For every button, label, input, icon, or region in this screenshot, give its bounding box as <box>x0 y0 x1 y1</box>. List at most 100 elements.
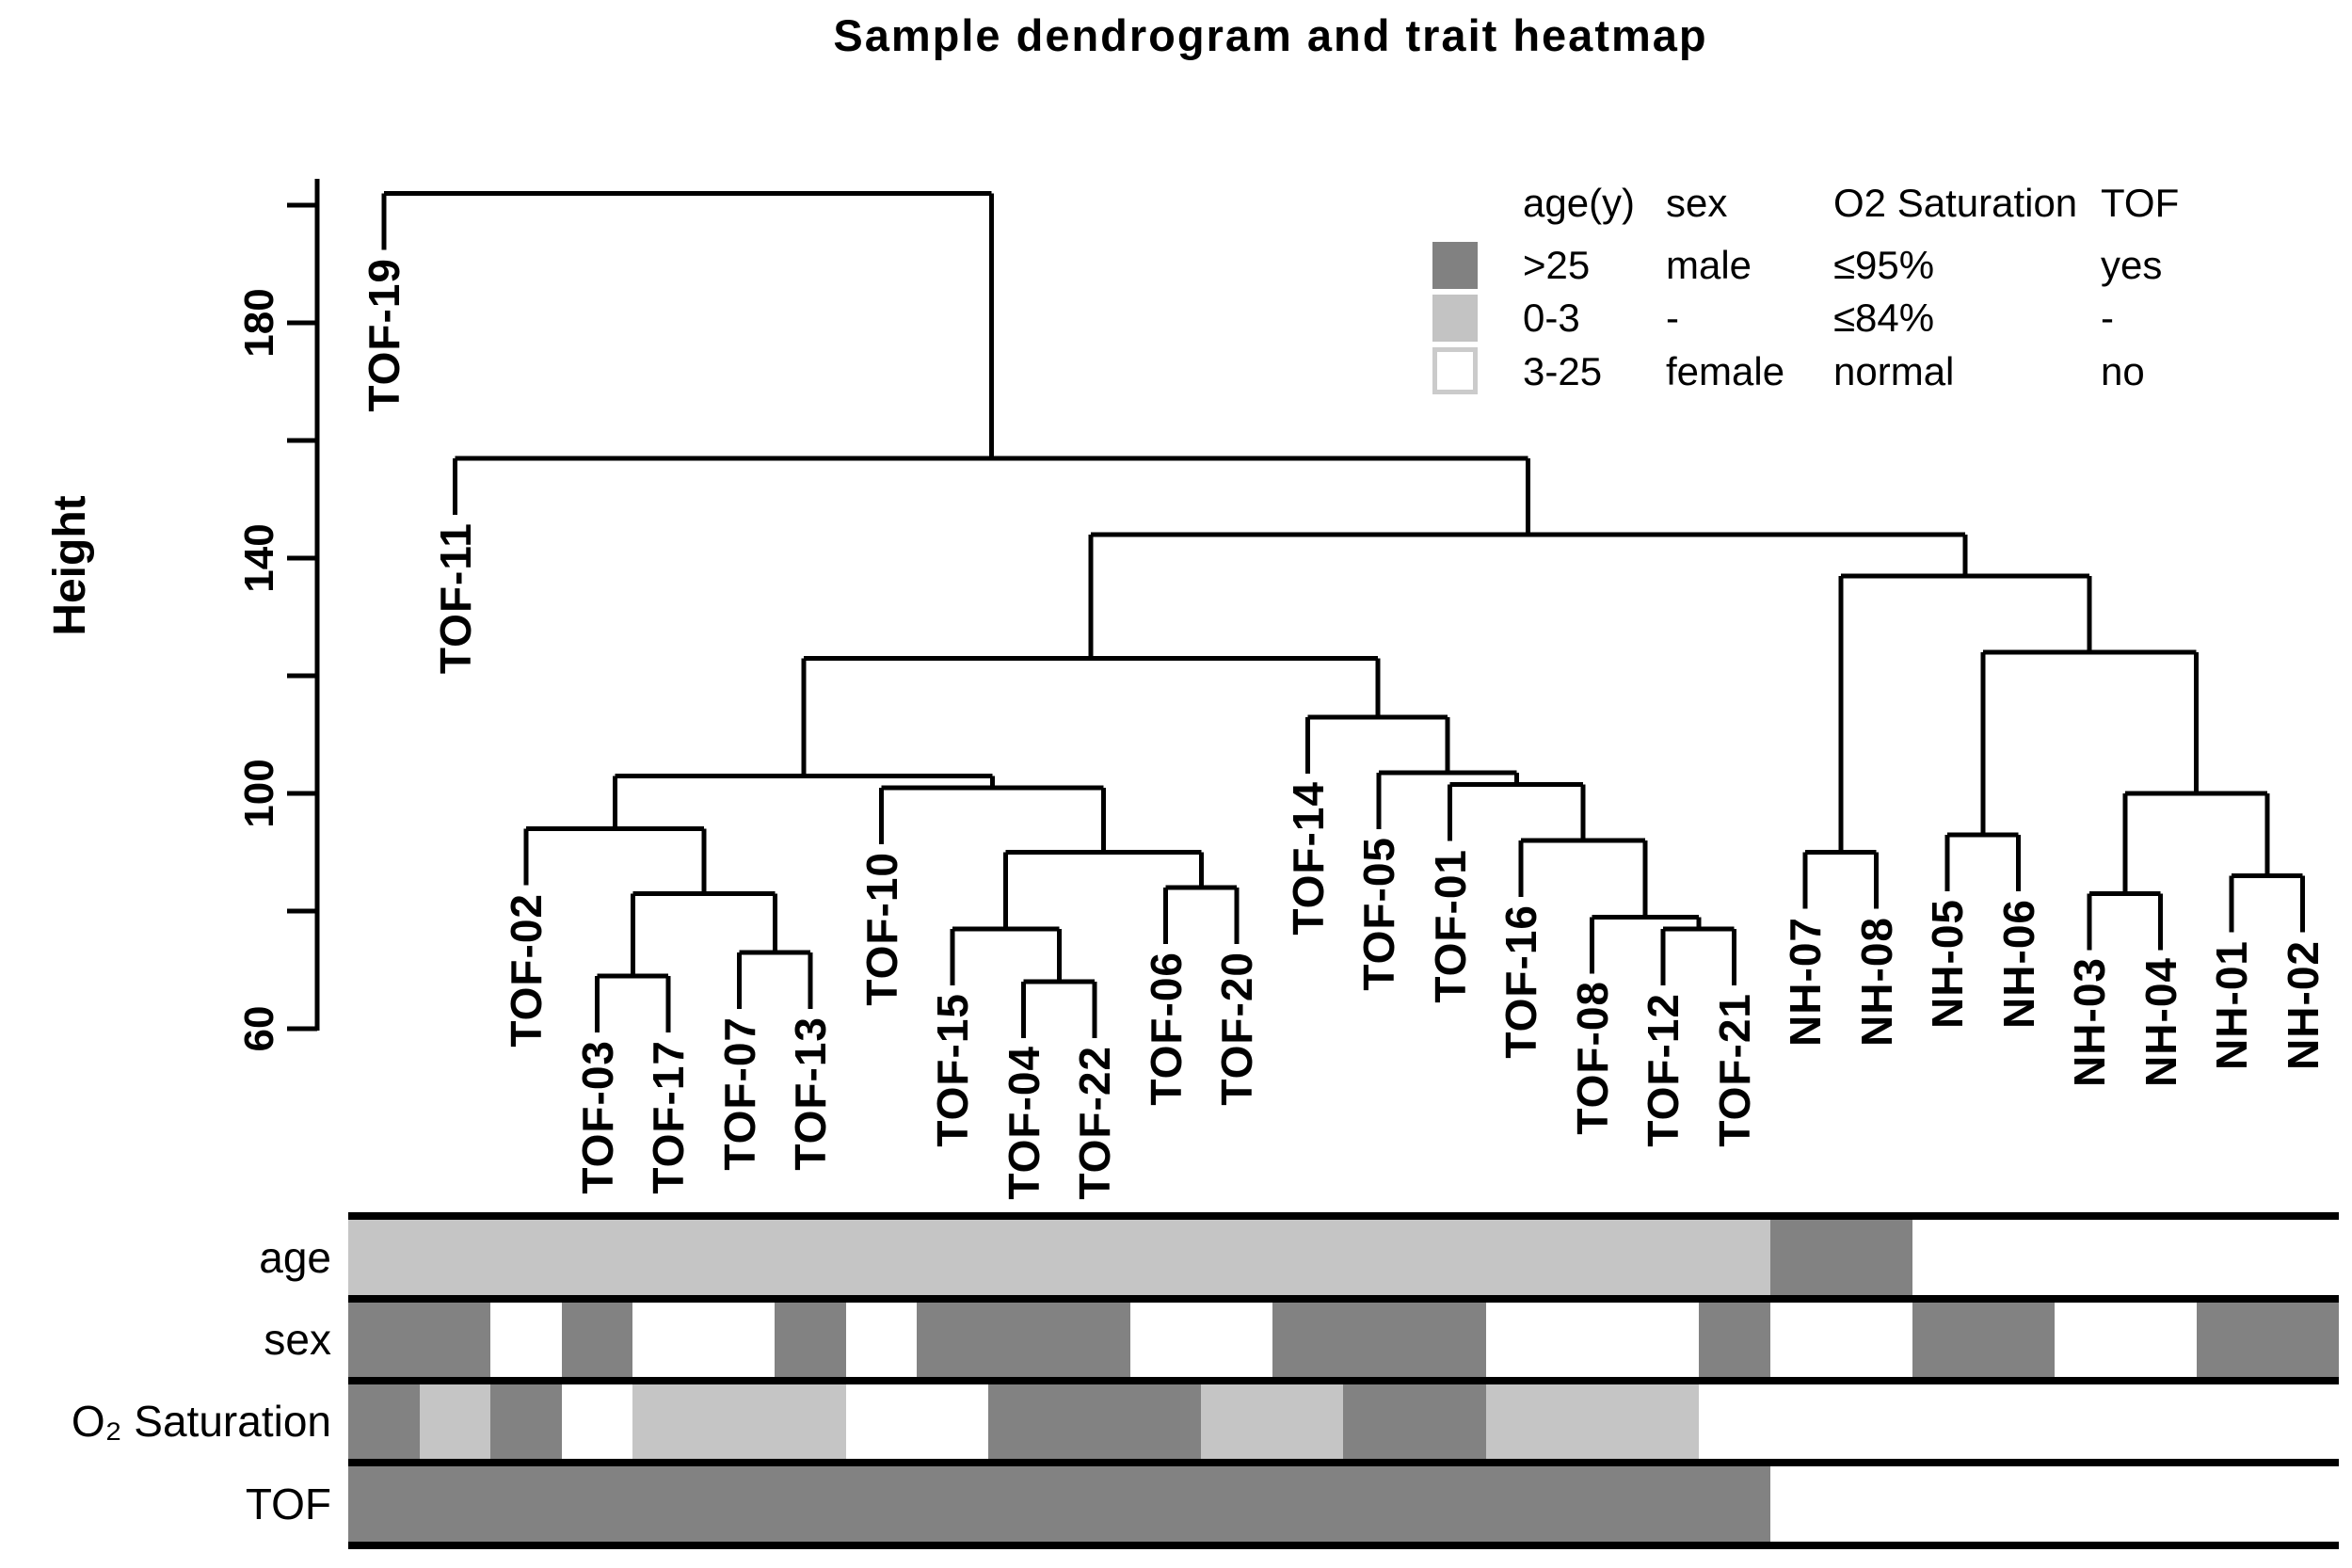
heatmap-cell <box>2196 1303 2268 1377</box>
heatmap-cell <box>1769 1384 1842 1459</box>
leaf-label: TOF-11 <box>430 521 480 674</box>
heatmap-cell <box>1699 1303 1770 1377</box>
heatmap-cell <box>419 1384 491 1459</box>
heatmap-cell <box>632 1303 704 1377</box>
heatmap-cell <box>561 1220 633 1295</box>
heatmap-cell <box>490 1303 562 1377</box>
heatmap-cell <box>1059 1303 1130 1377</box>
heatmap-cell <box>561 1384 633 1459</box>
legend-value: >25 <box>1523 243 1591 287</box>
chart-title: Sample dendrogram and trait heatmap <box>833 10 1708 60</box>
heatmap-cell <box>1557 1384 1628 1459</box>
heatmap-cell <box>2267 1303 2339 1377</box>
heatmap-cell <box>703 1220 776 1295</box>
leaf-label: TOF-08 <box>1567 981 1617 1135</box>
heatmap-separator <box>348 1377 2339 1384</box>
heatmap-separator <box>348 1459 2339 1466</box>
heatmap-cell <box>1414 1466 1486 1542</box>
heatmap-separator <box>348 1295 2339 1303</box>
legend-value: no <box>2101 349 2145 393</box>
heatmap-cell <box>1414 1303 1486 1377</box>
heatmap-cell <box>703 1384 776 1459</box>
heatmap-cell <box>775 1220 846 1295</box>
heatmap-cell <box>2054 1303 2126 1377</box>
heatmap-cell <box>419 1220 491 1295</box>
heatmap-cell <box>1841 1303 1912 1377</box>
heatmap-cell <box>1129 1220 1202 1295</box>
heatmap-cell <box>1272 1303 1344 1377</box>
heatmap-row-sex <box>348 1303 2339 1377</box>
heatmap-cell <box>1557 1220 1628 1295</box>
heatmap-cell <box>1983 1466 2055 1542</box>
heatmap-cell <box>1983 1384 2055 1459</box>
heatmap-row-label-age: age <box>259 1233 331 1282</box>
legend-value: ≤84% <box>1833 296 1935 340</box>
leaf-label: TOF-10 <box>856 851 906 1006</box>
heatmap-cell <box>1627 1384 1700 1459</box>
heatmap-cell <box>2054 1220 2126 1295</box>
heatmap-cell <box>1201 1466 1272 1542</box>
leaf-label: TOF-06 <box>1141 952 1191 1106</box>
heatmap-cell <box>703 1303 776 1377</box>
heatmap-cell <box>632 1384 704 1459</box>
heatmap-cell <box>2125 1220 2197 1295</box>
heatmap-row-label-sex: sex <box>264 1315 331 1364</box>
legend-value: normal <box>1833 349 1955 393</box>
heatmap-cell <box>419 1466 491 1542</box>
heatmap-cell <box>348 1466 420 1542</box>
heatmap-cell <box>1343 1466 1415 1542</box>
heatmap-cell <box>775 1303 846 1377</box>
heatmap-cell <box>2196 1466 2268 1542</box>
heatmap-cell <box>2267 1466 2339 1542</box>
heatmap-cell <box>1129 1384 1202 1459</box>
heatmap-cell <box>419 1303 491 1377</box>
leaf-label: TOF-20 <box>1212 952 1261 1106</box>
heatmap-cell <box>348 1384 420 1459</box>
heatmap-cell <box>1912 1466 1984 1542</box>
heatmap-cell <box>2054 1384 2126 1459</box>
heatmap-cell <box>490 1384 562 1459</box>
heatmap-separator <box>348 1212 2339 1220</box>
heatmap-cell <box>1627 1220 1700 1295</box>
heatmap-cell <box>1769 1303 1842 1377</box>
heatmap-cell <box>561 1303 633 1377</box>
heatmap-cell <box>1272 1466 1344 1542</box>
leaf-label: TOF-15 <box>928 992 977 1147</box>
heatmap-cell <box>1485 1220 1558 1295</box>
heatmap-cell <box>490 1220 562 1295</box>
heatmap-cell <box>1557 1303 1628 1377</box>
heatmap-cell <box>1912 1220 1984 1295</box>
heatmap-cell <box>917 1466 988 1542</box>
leaf-label: TOF-19 <box>360 257 408 412</box>
heatmap-cell <box>1912 1384 1984 1459</box>
heatmap-cell <box>2196 1384 2268 1459</box>
legend-value: 0-3 <box>1523 296 1580 340</box>
legend-header-tof: TOF <box>2101 181 2180 225</box>
heatmap-cell <box>845 1384 918 1459</box>
heatmap-row-tof <box>348 1466 2339 1542</box>
heatmap-cell <box>917 1220 988 1295</box>
heatmap-separator <box>348 1542 2339 1549</box>
leaf-label: NH-08 <box>1851 916 1901 1047</box>
heatmap-cell <box>561 1466 633 1542</box>
heatmap-cell <box>1343 1303 1415 1377</box>
heatmap-cell <box>987 1220 1060 1295</box>
heatmap-cell <box>1983 1303 2055 1377</box>
heatmap-cell <box>917 1384 988 1459</box>
heatmap-cell <box>845 1303 918 1377</box>
heatmap-cell <box>2125 1384 2197 1459</box>
heatmap-cell <box>1272 1220 1344 1295</box>
heatmap-cell <box>1343 1220 1415 1295</box>
leaf-label: NH-04 <box>2136 957 2185 1088</box>
legend-value: ≤95% <box>1833 243 1935 287</box>
leaf-label: NH-01 <box>2207 939 2256 1070</box>
heatmap-cell <box>987 1384 1060 1459</box>
heatmap-cell <box>1343 1384 1415 1459</box>
heatmap-cell <box>348 1220 420 1295</box>
heatmap-cell <box>1059 1384 1130 1459</box>
heatmap-cell <box>1129 1303 1202 1377</box>
heatmap-cell <box>703 1466 776 1542</box>
heatmap-row-label-tof: TOF <box>245 1480 331 1528</box>
heatmap-cell <box>1129 1466 1202 1542</box>
leaf-label: NH-03 <box>2065 957 2114 1088</box>
